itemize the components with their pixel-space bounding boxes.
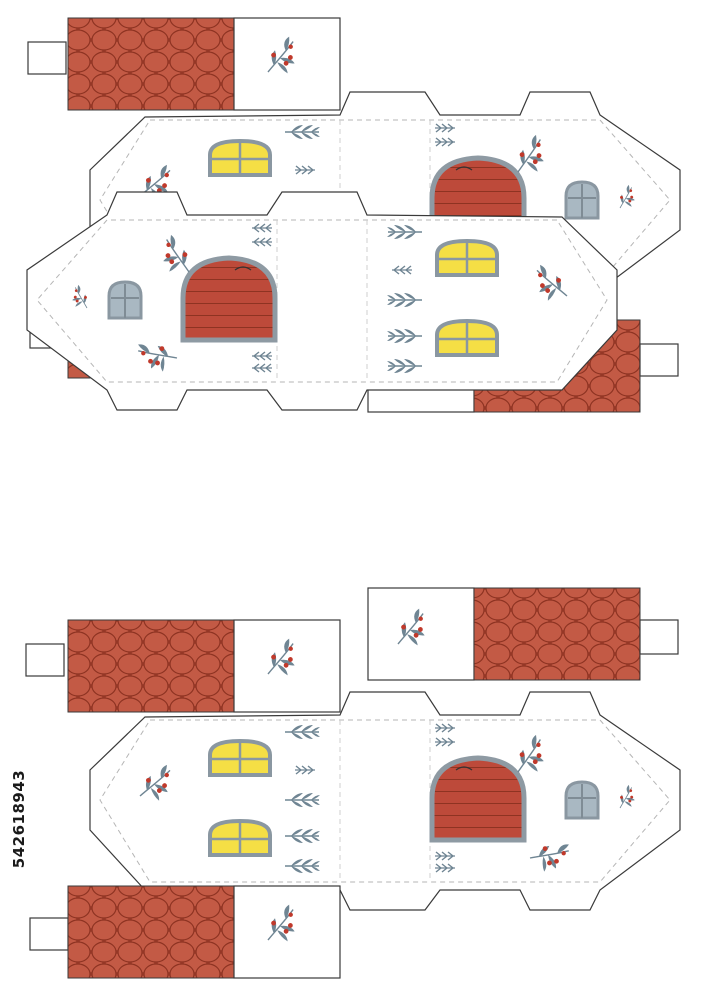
roof-piece-1a [27, 17, 341, 111]
roof-piece-3a [25, 619, 341, 713]
roof-piece-3b [29, 885, 341, 979]
roof-piece-2b [367, 587, 679, 681]
roof-piece-2a [367, 319, 679, 413]
stock-id-label: 542618943 [6, 764, 32, 874]
house-cutout-2 [27, 192, 617, 410]
house-cutout-3 [90, 692, 680, 910]
stock-id-text: 542618943 [10, 769, 28, 869]
